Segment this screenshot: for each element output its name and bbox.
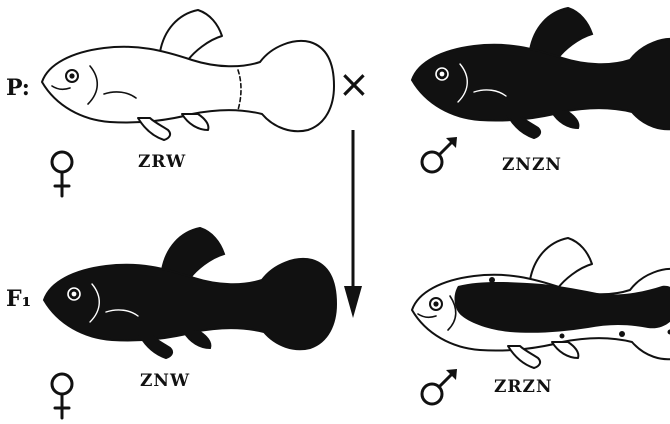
- fish-black-male: [412, 8, 670, 138]
- fish-white-female: [42, 10, 334, 140]
- cross-symbol: ×: [338, 62, 370, 106]
- offspring-arrow: [344, 130, 362, 318]
- fish-mottled-male: [412, 238, 670, 368]
- genotype-label-parent-female: ZRW: [138, 152, 186, 172]
- female-symbol-icon: [52, 152, 72, 196]
- female-symbol-icon: [52, 374, 72, 418]
- male-symbol-icon: [422, 137, 457, 172]
- f1-generation-label: F₁: [6, 286, 31, 312]
- parental-generation-label: P:: [6, 75, 30, 101]
- fish-black-female: [44, 228, 336, 358]
- genotype-label-parent-male: ZNZN: [502, 155, 562, 175]
- genotype-label-f1-female: ZNW: [140, 371, 190, 391]
- genotype-label-f1-male: ZRZN: [494, 377, 553, 397]
- male-symbol-icon: [422, 369, 457, 404]
